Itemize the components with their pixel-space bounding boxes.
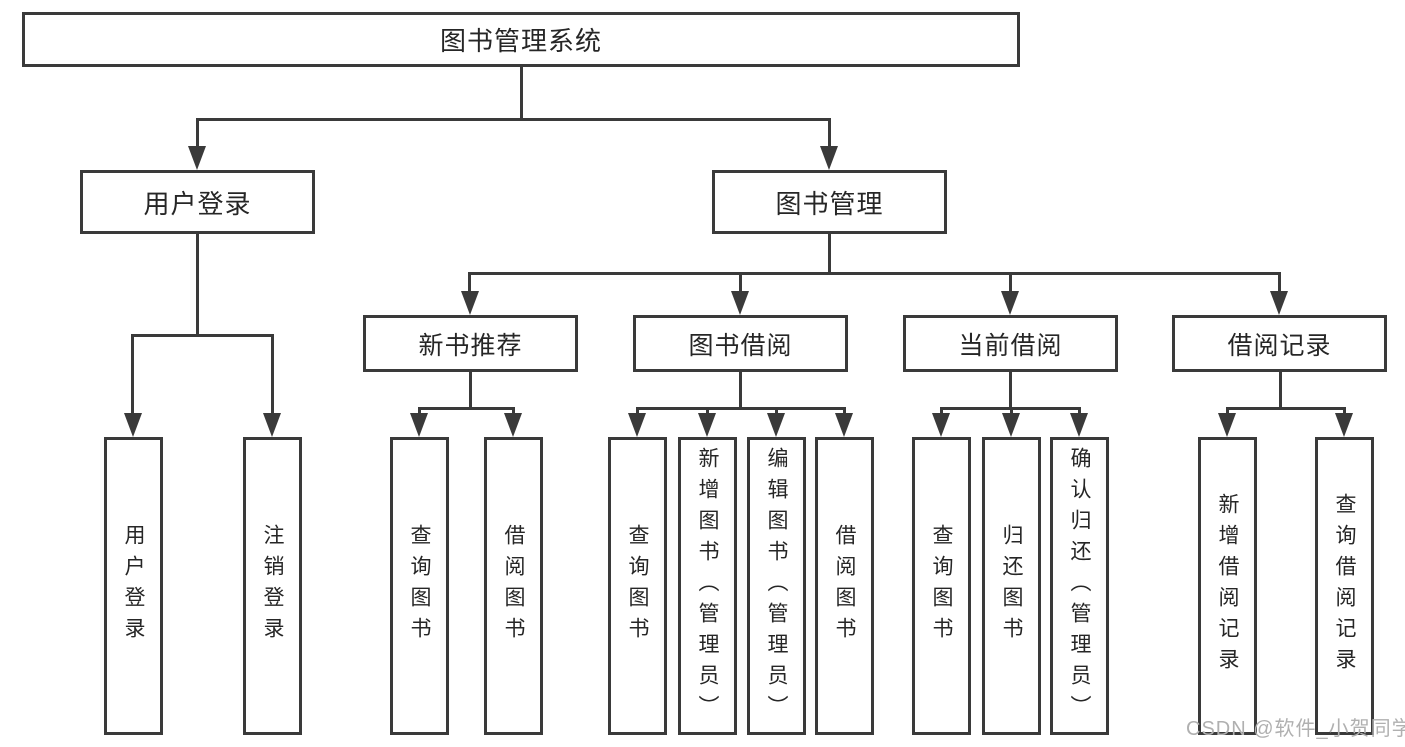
- connector-vline: [196, 120, 199, 148]
- arrowhead: [1335, 413, 1353, 437]
- arrowhead: [1218, 413, 1236, 437]
- connector-vline: [828, 120, 831, 148]
- arrowhead: [461, 291, 479, 315]
- node-user-login: 用户登录: [80, 170, 315, 234]
- connector-vline: [196, 234, 199, 336]
- arrowhead: [1001, 291, 1019, 315]
- arrowhead: [698, 413, 716, 437]
- node-new-book-recommend: 新书推荐: [363, 315, 578, 372]
- leaf-user-login: 用户登录: [104, 437, 163, 735]
- connector-hline: [131, 334, 274, 337]
- connector-vline: [469, 372, 472, 409]
- arrowhead: [767, 413, 785, 437]
- leaf-current-return-books: 归还图书: [982, 437, 1041, 735]
- watermark: CSDN @软件_小贺同学: [1186, 718, 1405, 740]
- connector-vline: [828, 234, 831, 274]
- arrowhead: [628, 413, 646, 437]
- arrowhead: [188, 146, 206, 170]
- leaf-recommend-borrow-books: 借阅图书: [484, 437, 543, 735]
- connector-vline: [468, 274, 471, 294]
- leaf-records-query-record: 查询借阅记录: [1315, 437, 1374, 735]
- arrowhead: [820, 146, 838, 170]
- connector-vline: [271, 336, 274, 413]
- leaf-records-add-record: 新增借阅记录: [1198, 437, 1257, 735]
- connector-vline: [131, 336, 134, 413]
- leaf-current-confirm-return-admin: 确认归还（管理员）: [1050, 437, 1109, 735]
- leaf-current-query-books: 查询图书: [912, 437, 971, 735]
- arrowhead: [932, 413, 950, 437]
- connector-vline: [739, 372, 742, 409]
- arrowhead: [1270, 291, 1288, 315]
- leaf-borrow-edit-books-admin: 编辑图书（管理员）: [747, 437, 806, 735]
- arrowhead: [1002, 413, 1020, 437]
- node-root: 图书管理系统: [22, 12, 1020, 67]
- connector-hline: [1226, 407, 1346, 410]
- leaf-borrow-query-books: 查询图书: [608, 437, 667, 735]
- connector-vline: [520, 67, 523, 120]
- connector-hline: [196, 118, 831, 121]
- connector-vline: [1009, 274, 1012, 294]
- arrowhead: [263, 413, 281, 437]
- node-book-borrow: 图书借阅: [633, 315, 848, 372]
- connector-vline: [1279, 372, 1282, 409]
- arrowhead: [124, 413, 142, 437]
- arrowhead: [1070, 413, 1088, 437]
- connector-hline: [636, 407, 846, 410]
- arrowhead: [410, 413, 428, 437]
- arrowhead: [835, 413, 853, 437]
- connector-hline: [468, 272, 1281, 275]
- arrowhead: [504, 413, 522, 437]
- node-current-borrow: 当前借阅: [903, 315, 1118, 372]
- connector-vline: [739, 274, 742, 294]
- connector-vline: [1278, 274, 1281, 294]
- node-borrow-records: 借阅记录: [1172, 315, 1387, 372]
- connector-hline: [940, 407, 1081, 410]
- leaf-recommend-query-books: 查询图书: [390, 437, 449, 735]
- arrowhead: [731, 291, 749, 315]
- node-book-management: 图书管理: [712, 170, 947, 234]
- leaf-borrow-borrow-books: 借阅图书: [815, 437, 874, 735]
- connector-vline: [1009, 372, 1012, 409]
- leaf-logout: 注销登录: [243, 437, 302, 735]
- connector-hline: [418, 407, 515, 410]
- leaf-borrow-add-books-admin: 新增图书（管理员）: [678, 437, 737, 735]
